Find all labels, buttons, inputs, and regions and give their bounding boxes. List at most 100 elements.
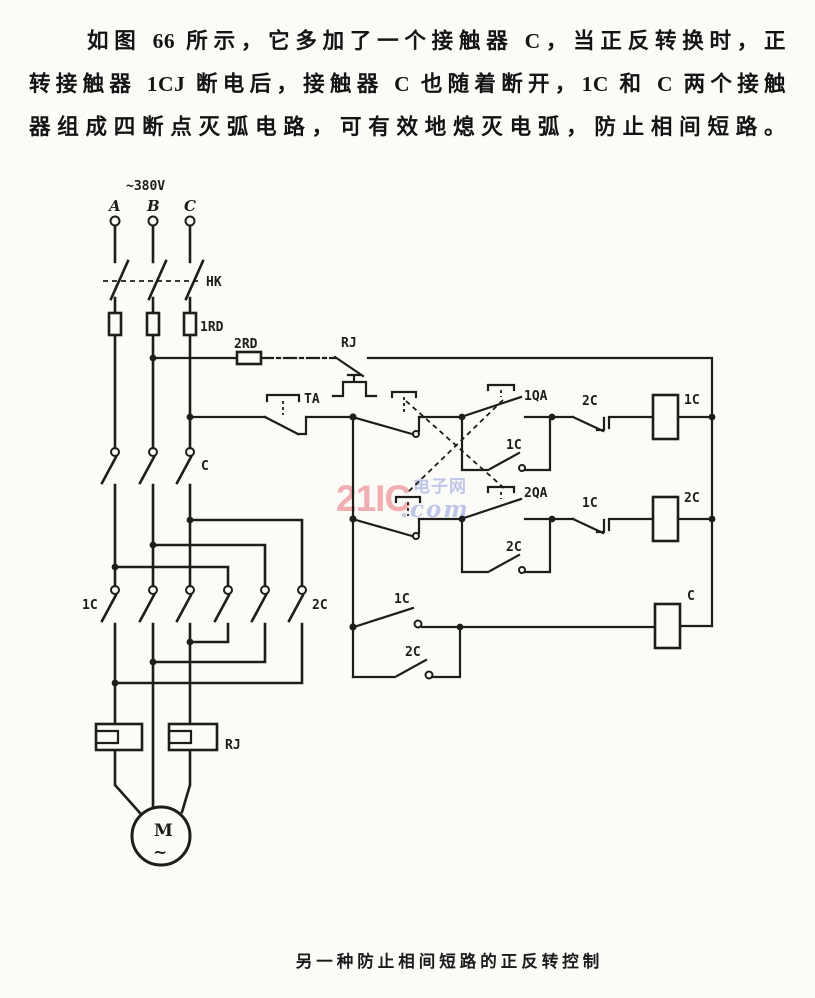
start-button-1qa: 1QA	[462, 383, 548, 418]
2qa-actuator	[486, 485, 516, 494]
selfhold2-loop	[460, 517, 552, 574]
phase-b-label: B	[146, 197, 160, 215]
p3-blade	[175, 593, 193, 623]
p5-blade	[250, 593, 268, 623]
rung1-interlock-nc-linked-2qa	[354, 390, 421, 438]
supply-labels: ~380V A B C	[107, 179, 196, 227]
hk-blade-c	[184, 259, 205, 301]
start-button-2qa: 2QA	[462, 485, 548, 520]
p3-pivot	[185, 585, 195, 595]
p5-pivot	[260, 585, 270, 595]
rung2-interlock-nc-linked-1qa	[354, 495, 422, 540]
rung1-nc-actuator	[390, 390, 418, 399]
p2-pivot	[148, 585, 158, 595]
control-feed: 2RD	[151, 337, 337, 366]
p6-blade	[287, 593, 305, 623]
2qa-contact	[462, 497, 523, 520]
motor: M ~	[130, 805, 192, 867]
selfhold1-contact	[488, 451, 521, 471]
c-contact-blade-a	[100, 455, 118, 485]
aux-2c-terminal	[424, 670, 434, 680]
watermark-site: 电子网	[413, 477, 467, 497]
fuse-2rd-label: 2RD	[234, 337, 258, 352]
terminal-b	[147, 215, 159, 227]
linkage-1qa-to-rung2	[405, 399, 504, 495]
fuse-1rd-b	[145, 311, 161, 337]
ta-actuator	[265, 393, 301, 403]
rung-1: TA 1QA 1C	[188, 383, 714, 472]
fuse-2rd	[235, 350, 263, 366]
selfhold2-label: 2C	[506, 540, 522, 555]
c-contact-blade-c	[175, 455, 193, 485]
rung1-nc-terminal	[412, 430, 420, 438]
rj-contact-label: RJ	[341, 336, 357, 351]
phase-a-line	[113, 224, 142, 815]
aux-2c-branch	[351, 625, 462, 679]
1qa-actuator	[486, 383, 516, 392]
return-rail	[366, 356, 714, 628]
c-contact-pivot-b	[148, 447, 158, 457]
jumper-b	[151, 543, 267, 588]
interlock-1c-nc: 1C	[571, 496, 655, 535]
rung-3: 1C 2C C	[351, 589, 714, 680]
1qa-label: 1QA	[524, 389, 548, 404]
rung1-nc-contact	[354, 415, 421, 436]
aux-1c-blade	[355, 606, 415, 628]
c-contact-pivot-c	[185, 447, 195, 457]
interlock-2c-nc: 2C	[571, 394, 655, 433]
selfhold2-terminal	[518, 566, 526, 574]
p1-blade	[100, 593, 118, 623]
coil-2c-label: 2C	[684, 491, 700, 506]
aux-1c-label: 1C	[394, 592, 410, 607]
button-interlock-linkage	[405, 399, 506, 495]
p4-blade	[213, 593, 231, 623]
c-contact-blade-b	[138, 455, 156, 485]
1c-nc-contact	[571, 517, 655, 535]
2qa-label: 2QA	[524, 486, 548, 501]
power-arc-label: C	[201, 459, 209, 474]
p1-pivot	[110, 585, 120, 595]
motor-label: M	[154, 821, 173, 841]
selfhold1-label: 1C	[506, 438, 522, 453]
terminal-c	[184, 215, 196, 227]
selfhold-2c: 2C	[460, 517, 552, 574]
selfhold1-terminal	[518, 464, 526, 472]
figure-caption: 另一种防止相间短路的正反转控制	[295, 952, 604, 971]
thermal-relay-heaters: RJ	[94, 722, 241, 753]
coil-1c-label: 1C	[684, 393, 700, 408]
reversing-jumpers	[113, 518, 304, 588]
coil-c	[653, 602, 682, 650]
rung2-nc-terminal	[412, 532, 420, 540]
1c-nc-label: 1C	[582, 496, 598, 511]
supply-voltage-label: ~380V	[126, 179, 165, 194]
rj-contact-bridge	[331, 373, 378, 398]
rj-contact-blade	[333, 355, 365, 378]
paragraph-line-3: 器组成四断点灭弧电路，可有效地熄灭电弧，防止相间短路。	[29, 115, 786, 139]
ta-contact	[263, 415, 308, 436]
terminal-a	[109, 215, 121, 227]
hk-blade-b	[147, 259, 168, 301]
cross-output-wires	[113, 622, 304, 685]
stop-button-ta: TA	[263, 392, 320, 436]
coil-2c	[651, 495, 680, 543]
paragraph-line-1: 如图 66 所示，它多加了一个接触器 C，当正反转换时，正	[87, 29, 786, 53]
thermal-contact-rj: RJ	[331, 336, 378, 398]
2c-nc-label: 2C	[582, 394, 598, 409]
motor-circle	[130, 805, 192, 867]
coil-c-label: C	[687, 589, 695, 604]
hk-blade-a	[109, 259, 130, 301]
c-contact-pivot-a	[110, 447, 120, 457]
selfhold-1c: 1C	[460, 415, 552, 472]
rung2-nc-contact	[354, 517, 421, 538]
phase-a-label: A	[107, 197, 121, 215]
hk-label: HK	[206, 275, 222, 290]
aux-contact-2c: 2C	[351, 625, 462, 680]
selfhold2-contact	[488, 553, 521, 573]
rung2-nc-actuator	[394, 495, 422, 504]
aux-2c-label: 2C	[405, 645, 421, 660]
ta-label: TA	[304, 392, 320, 407]
phase-c-label: C	[184, 197, 196, 215]
p6-pivot	[297, 585, 307, 595]
phase-c-line	[180, 224, 192, 814]
